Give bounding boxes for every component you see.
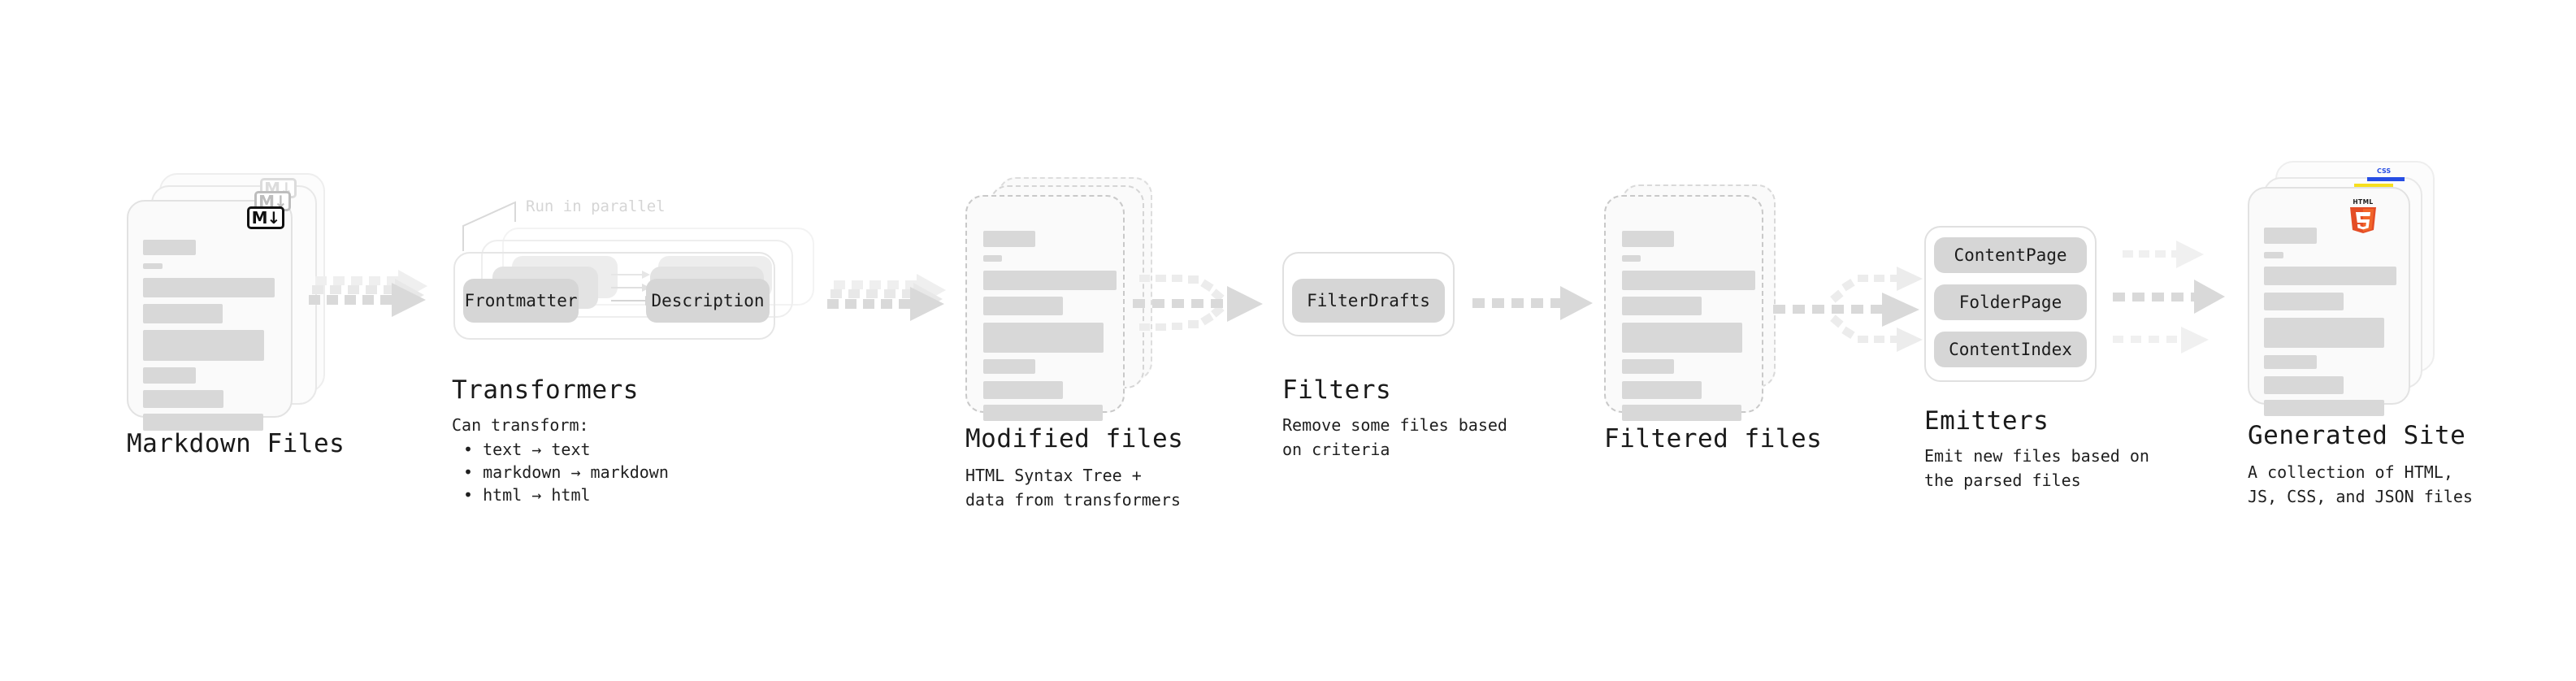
- card-bar: [983, 359, 1035, 374]
- card-bar: [2264, 228, 2317, 244]
- card-bar: [1622, 271, 1755, 290]
- transformers-bullet-1: • markdown → markdown: [463, 462, 669, 482]
- markdown-card-front: [127, 200, 293, 431]
- card-bar: [1622, 255, 1641, 262]
- card-bar: [983, 405, 1103, 421]
- transformers-desc: Can transform:: [452, 415, 589, 435]
- contentpage-label: ContentPage: [1954, 245, 2067, 265]
- markdown-icon: M↓: [247, 206, 284, 229]
- description-pill[interactable]: Description: [646, 279, 770, 323]
- folderpage-pill[interactable]: FolderPage: [1934, 284, 2087, 320]
- card-bar: [2264, 318, 2384, 348]
- run-in-parallel-bracket: [462, 201, 516, 251]
- card-bar: [143, 390, 223, 408]
- markdown-icon-text: M↓: [251, 208, 281, 228]
- card-bar: [1622, 381, 1702, 399]
- card-bar: [143, 278, 275, 297]
- arrow-filtered-to-emitters: [1773, 267, 1923, 352]
- card-bar: [983, 323, 1104, 353]
- card-bar: [2264, 355, 2317, 369]
- filterdrafts-label: FilterDrafts: [1307, 291, 1430, 310]
- run-in-parallel-label: Run in parallel: [526, 197, 666, 215]
- svg-text:HTML: HTML: [2353, 198, 2373, 206]
- card-bar: [983, 297, 1063, 315]
- description-label: Description: [651, 291, 765, 310]
- modified-files-desc: HTML Syntax Tree + data from transformer…: [965, 466, 1181, 510]
- card-bar: [143, 240, 196, 255]
- card-bar: [1622, 231, 1674, 247]
- card-bar: [1622, 323, 1742, 353]
- frontmatter-pill[interactable]: Frontmatter: [463, 279, 579, 323]
- card-bar: [2264, 293, 2344, 310]
- filters-title: Filters: [1282, 375, 1392, 405]
- modified-files-title: Modified files: [965, 424, 1184, 453]
- card-bar: [2264, 400, 2384, 416]
- card-bar: [1622, 297, 1702, 315]
- card-bar: [983, 271, 1117, 290]
- css-icon-text: CSS: [2377, 167, 2392, 175]
- folderpage-label: FolderPage: [1958, 293, 2062, 312]
- transformers-title: Transformers: [452, 375, 639, 405]
- filtered-card-front: [1604, 195, 1763, 421]
- arrow-modified-to-filters: [1133, 275, 1263, 331]
- frontmatter-label: Frontmatter: [464, 291, 578, 310]
- filters-desc: Remove some files based on criteria: [1282, 415, 1507, 459]
- card-bar: [2264, 267, 2396, 285]
- card-bar: [143, 263, 163, 269]
- card-bar: [143, 330, 264, 361]
- card-bar: [1622, 359, 1674, 374]
- emitters-desc: Emit new files based on the parsed files: [1924, 446, 2149, 490]
- transformer-group-front: [453, 252, 775, 340]
- generated-site-desc: A collection of HTML, JS, CSS, and JSON …: [2248, 462, 2473, 506]
- emitters-title: Emitters: [1924, 406, 2049, 436]
- filtered-files-title: Filtered files: [1604, 424, 1823, 453]
- transformers-bullet-2: • html → html: [463, 485, 591, 505]
- arrow-emitters-to-site: [2113, 241, 2225, 354]
- markdown-files-title: Markdown Files: [127, 429, 345, 458]
- css-icon: [2367, 177, 2405, 181]
- card-bar: [2264, 252, 2283, 258]
- card-bar: [2264, 376, 2344, 394]
- card-bar: [983, 255, 1002, 262]
- site-card-front: [2248, 187, 2410, 416]
- card-bar: [1622, 405, 1741, 421]
- html5-icon: HTML: [2350, 198, 2376, 233]
- transformers-bullet-0: • text → text: [463, 440, 591, 459]
- card-bar: [143, 304, 223, 323]
- arrow-filters-to-filtered: [1472, 286, 1593, 320]
- contentpage-pill[interactable]: ContentPage: [1934, 237, 2087, 273]
- card-bar: [143, 367, 196, 384]
- arrow-transformers-to-modified: [827, 274, 946, 321]
- generated-site-title: Generated Site: [2248, 421, 2466, 450]
- filterdrafts-pill[interactable]: FilterDrafts: [1292, 279, 1445, 323]
- card-bar: [983, 381, 1063, 399]
- contentindex-label: ContentIndex: [1949, 340, 2072, 359]
- card-bar: [143, 414, 263, 431]
- contentindex-pill[interactable]: ContentIndex: [1934, 332, 2087, 367]
- modified-card-front: [965, 195, 1125, 421]
- card-bar: [983, 231, 1035, 247]
- arrow-markdown-to-transformers: [309, 270, 427, 317]
